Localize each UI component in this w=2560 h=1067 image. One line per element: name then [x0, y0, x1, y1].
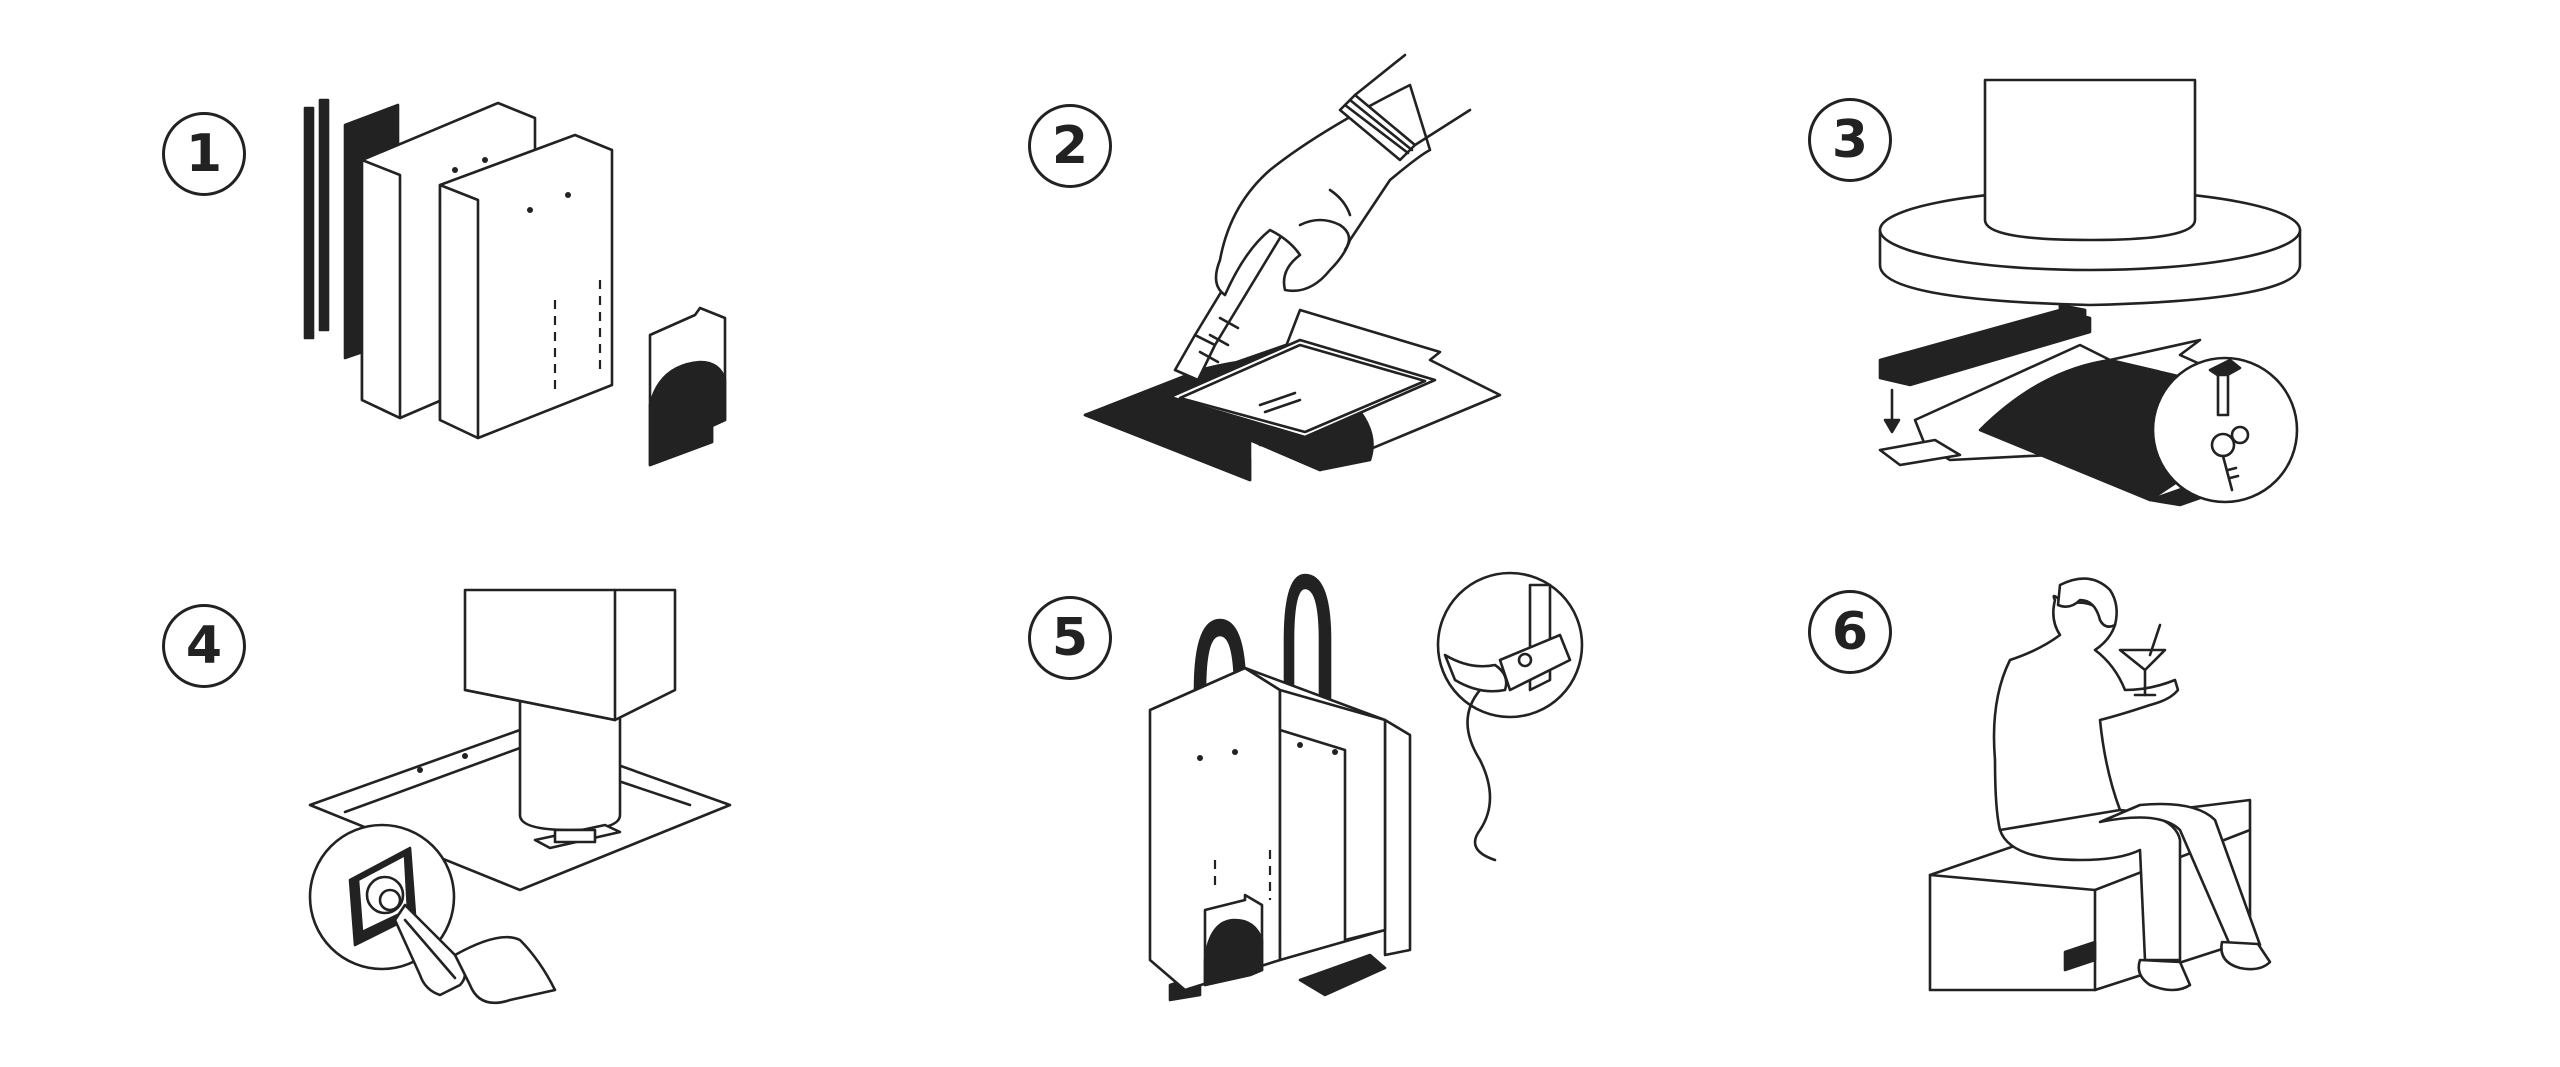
step-5-badge: 5	[1028, 596, 1112, 680]
press-shape-icon	[1878, 78, 2302, 507]
step-3-badge: 3	[1808, 98, 1892, 182]
fold-panels-icon	[303, 98, 727, 467]
assemble-bag-icon	[1148, 571, 1584, 1002]
relax-with-drink-icon	[1928, 577, 2272, 992]
step-6-badge: 6	[1808, 590, 1892, 674]
press-button-icon	[308, 588, 732, 1005]
cut-cardboard-icon	[1083, 53, 1502, 482]
step-4-badge: 4	[162, 604, 246, 688]
step-1-badge: 1	[162, 112, 246, 196]
step-2-badge: 2	[1028, 104, 1112, 188]
